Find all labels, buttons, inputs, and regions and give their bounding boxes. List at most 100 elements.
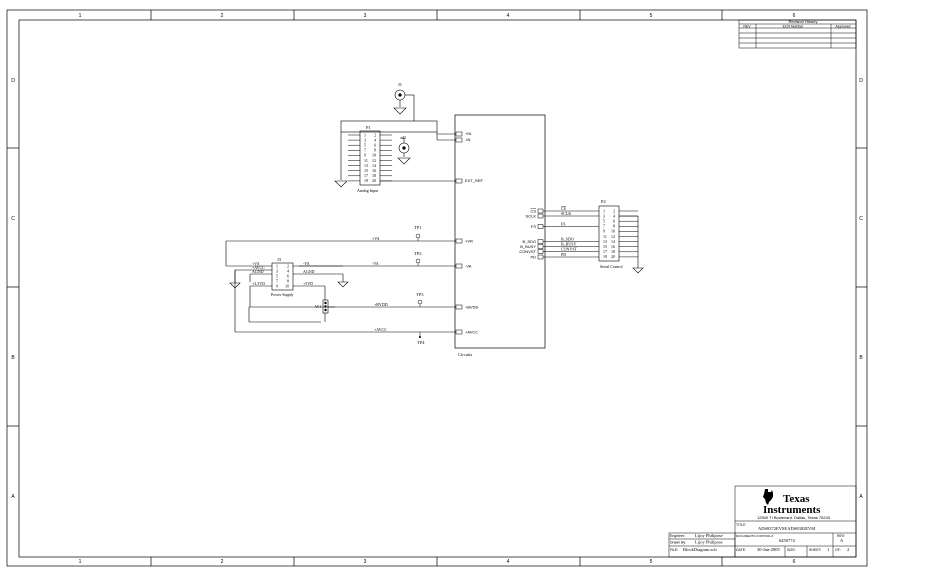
pin-number: 10 (611, 229, 615, 234)
net-label-j3-2: -VA (303, 261, 310, 266)
analog-input-wires (334, 120, 456, 188)
column-label: 6 (793, 559, 796, 565)
pin-number: 9 (276, 283, 278, 288)
pin-number: 3 (276, 268, 278, 273)
port-ext-ref[interactable]: EXT_REF (455, 178, 484, 184)
port-sclk[interactable]: SCLK (526, 214, 544, 219)
file-value: BlockDiagram.sch (683, 547, 717, 552)
pin-number: 11 (603, 234, 607, 239)
pin-number: 6 (287, 273, 289, 278)
pin-number: 1 (276, 263, 278, 268)
row-label: B (11, 355, 15, 361)
row-label: C (859, 216, 863, 222)
port-label: -IN (465, 137, 470, 142)
title-label: TITLE (736, 523, 746, 527)
p2-label: Serial Control (600, 264, 623, 269)
j2-label: J2 (402, 135, 406, 140)
doc-control-number: 6450774 (779, 538, 796, 543)
texas-state-icon (763, 489, 773, 505)
row-label: A (859, 494, 863, 500)
j1-connector[interactable] (393, 89, 415, 121)
pin-number: 13 (364, 163, 368, 168)
circuits-block[interactable] (454, 114, 546, 349)
port-label: EXT_REF (465, 178, 484, 183)
pin-number: 18 (372, 173, 376, 178)
port-label: PD (530, 255, 536, 260)
power-rail-wires (225, 240, 456, 333)
pin-number: 6 (374, 143, 376, 148)
file-label: FILE: (670, 548, 678, 552)
pin-number: 6 (613, 219, 615, 224)
tp2-test-point[interactable] (415, 258, 421, 266)
tp1-label: TP1 (414, 225, 422, 230)
pin-number: 19 (603, 254, 607, 259)
revision-history-title: Revision History (789, 19, 818, 24)
j3-header[interactable] (271, 262, 294, 291)
port-label: CONVST (519, 249, 536, 254)
drawing-title: ADS8372EVM/ADS8382EVM (758, 526, 815, 531)
j2-connector[interactable] (397, 142, 411, 165)
pin-number: 4 (613, 213, 615, 218)
title-block (668, 485, 857, 558)
pin-number: 8 (287, 278, 289, 283)
column-label: 1 (79, 559, 82, 565)
port-va[interactable]: -VA (455, 264, 472, 269)
p2-even-pin-stubs (619, 210, 638, 258)
port-avcc[interactable]: +AVCC (455, 330, 478, 335)
pin-number: 16 (611, 244, 615, 249)
column-label: 3 (364, 13, 367, 19)
net-label-pd: PD (561, 252, 566, 257)
doc-control-label: DOCUMENTS CONTROL # (736, 534, 774, 538)
tp3-test-point[interactable] (417, 299, 423, 307)
row-label: C (11, 216, 15, 222)
sheet-frame (6, 9, 868, 567)
pin-number: 9 (603, 229, 605, 234)
pin-number: 15 (603, 244, 607, 249)
pin-number: 1 (364, 132, 366, 137)
net-label-avcc: +AVCC (374, 327, 387, 332)
pin-number: 12 (372, 158, 376, 163)
port-pd[interactable]: PD (530, 255, 544, 260)
pin-number: 20 (372, 178, 376, 183)
column-label: 1 (79, 13, 82, 19)
column-label: 6 (793, 13, 796, 19)
port-bvdd[interactable]: +BVDD (455, 305, 479, 310)
row-label: D (11, 78, 15, 84)
pin-number: 20 (611, 254, 615, 259)
column-label: 5 (650, 559, 653, 565)
pin-number: 3 (364, 137, 366, 142)
engineer-value: Lijoy Philipose (695, 533, 723, 538)
net-label-convst: CONVST (561, 247, 578, 252)
port-vr[interactable]: +VR (455, 239, 473, 244)
port-label: B_SDO (522, 239, 536, 244)
pin-number: 3 (603, 213, 605, 218)
tp1-test-point[interactable] (415, 233, 421, 241)
net-label-j3-6: AGND (303, 269, 315, 274)
pin-number: 17 (603, 249, 607, 254)
port-in-minus[interactable]: -IN (455, 137, 470, 143)
pin-number: 2 (613, 208, 615, 213)
j1-label: J1 (398, 82, 402, 87)
port-convst[interactable]: CONVST (519, 249, 544, 254)
column-label: 5 (650, 13, 653, 19)
column-label: 4 (507, 13, 510, 19)
net-label-j3-5: AGND (252, 269, 264, 274)
net-label-bvdd: +BVDD (374, 302, 388, 307)
column-label: 2 (221, 559, 224, 565)
pin-number: 11 (364, 158, 368, 163)
p1-header[interactable] (359, 130, 381, 186)
port-label: -VA (465, 264, 472, 269)
port-in-plus[interactable]: +IN (455, 131, 471, 137)
net-label-j3-3: +AVCC (252, 265, 265, 270)
tp4-test-point[interactable] (418, 332, 422, 339)
w1-jumper[interactable] (322, 299, 335, 322)
p2-header[interactable] (598, 205, 620, 262)
logo-line2: Instruments (763, 504, 821, 516)
size-label: SIZE: (787, 548, 796, 552)
logo-line1: Texas (783, 493, 810, 505)
pin-number: 4 (374, 137, 376, 142)
port-fs[interactable]: FS (531, 224, 544, 229)
net-label-cs: CS (561, 206, 566, 211)
j3-label: Power Supply (271, 292, 294, 297)
